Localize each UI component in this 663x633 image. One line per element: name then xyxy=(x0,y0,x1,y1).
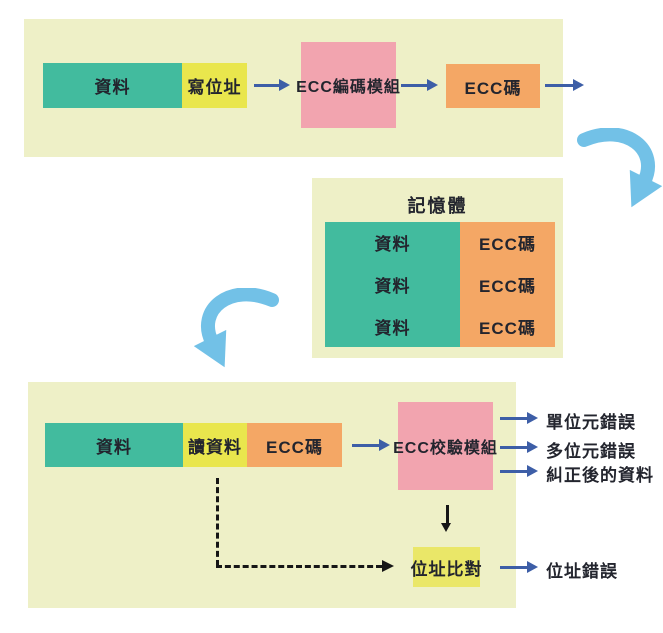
memory-ecc-cell: ECC碼 xyxy=(479,318,536,338)
dashed-connector-horizontal xyxy=(216,565,382,568)
memory-title: 記憶體 xyxy=(407,196,468,216)
read-data-box: 資料 xyxy=(45,423,183,467)
memory-ecc-cell: ECC碼 xyxy=(479,235,536,255)
write-data-label: 資料 xyxy=(94,78,131,97)
memory-data-cell: 資料 xyxy=(374,276,411,296)
read-data-label: 資料 xyxy=(96,437,132,457)
ecc-checker-label: ECC校驗模組 xyxy=(393,440,498,457)
memory-ecc-cell: ECC碼 xyxy=(479,276,536,296)
arrow-right-icon xyxy=(352,439,390,451)
arrow-right-icon xyxy=(500,465,538,477)
curved-arrow-down-icon xyxy=(194,288,279,368)
ecc-encoder-label: ECC編碼模組 xyxy=(296,79,401,96)
read-ecc-code-label: ECC碼 xyxy=(266,437,323,457)
corrected-data-label: 糾正後的資料 xyxy=(546,466,654,485)
memory-data-cell: 資料 xyxy=(374,235,411,255)
ecc-code-box: ECC碼 xyxy=(446,64,540,108)
ecc-encoder-box: ECC編碼模組 xyxy=(296,42,400,128)
read-address-label: 讀資料 xyxy=(188,437,242,457)
down-arrow-icon xyxy=(441,505,451,532)
arrow-right-icon xyxy=(500,561,538,573)
arrow-right-icon xyxy=(401,79,438,91)
address-compare-box: 位址比對 xyxy=(410,547,483,587)
dashed-connector-vertical xyxy=(216,478,219,566)
arrow-right-icon xyxy=(545,79,584,91)
memory-data-column: 資料 資料 資料 xyxy=(325,222,460,347)
arrow-right-icon xyxy=(500,412,538,424)
write-address-label: 寫位址 xyxy=(187,78,242,97)
arrow-right-icon xyxy=(500,441,538,453)
ecc-checker-box: ECC校驗模組 xyxy=(393,402,497,490)
curved-arrow-down-icon xyxy=(577,128,662,208)
write-data-box: 資料 xyxy=(43,63,182,108)
read-ecc-code-box: ECC碼 xyxy=(247,423,342,467)
memory-data-cell: 資料 xyxy=(374,318,411,338)
arrow-right-icon xyxy=(254,79,290,91)
address-compare-label: 位址比對 xyxy=(410,559,483,579)
write-address-box: 寫位址 xyxy=(182,63,247,108)
address-error-label: 位址錯誤 xyxy=(546,562,618,581)
dashed-arrowhead-icon xyxy=(382,560,394,572)
read-address-box: 讀資料 xyxy=(183,423,247,467)
ecc-code-label: ECC碼 xyxy=(464,78,522,98)
memory-ecc-column: ECC碼 ECC碼 ECC碼 xyxy=(460,222,555,347)
multi-bit-error-label: 多位元錯誤 xyxy=(546,442,636,461)
single-bit-error-label: 單位元錯誤 xyxy=(546,413,636,432)
